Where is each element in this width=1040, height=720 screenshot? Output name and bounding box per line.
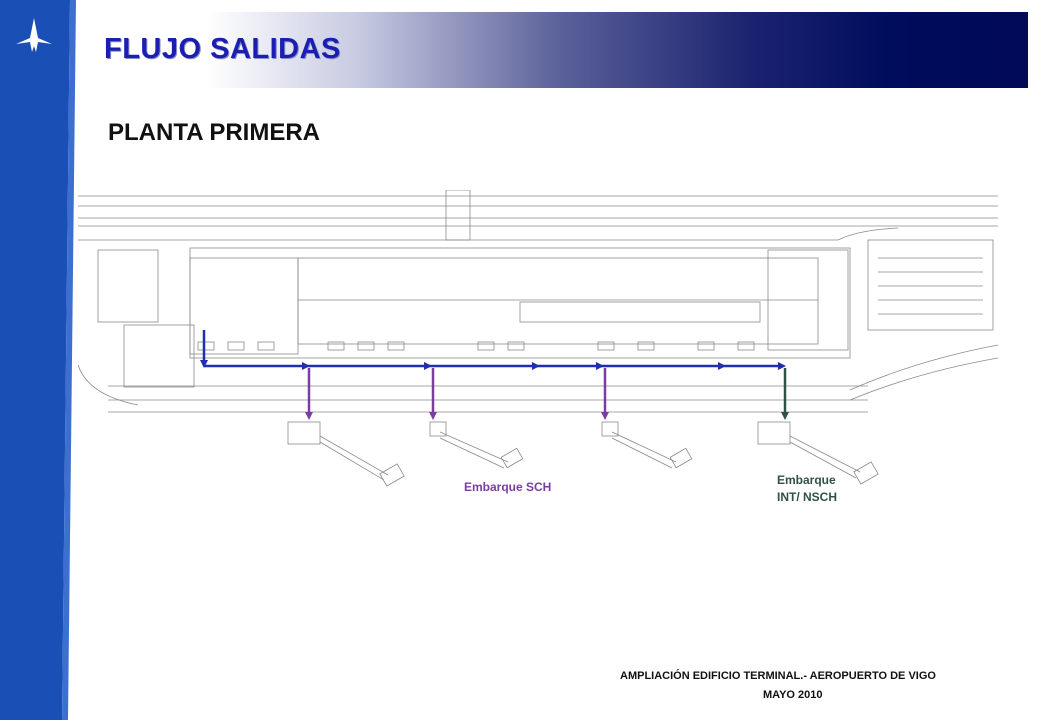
footer-project: AMPLIACIÓN EDIFICIO TERMINAL.- AEROPUERT… [620,670,936,682]
flow-sch [307,368,607,416]
flow-main [202,330,780,368]
label-embarque-sch: Embarque SCH [464,480,552,494]
slide-subtitle: PLANTA PRIMERA [108,119,320,146]
gate-3 [601,421,693,469]
airplane-icon [16,18,52,52]
label-embarque-int: Embarque INT/ NSCH [777,472,857,506]
title-bar [95,12,1028,88]
label-embarque-int-line2: INT/ NSCH [777,490,837,504]
label-embarque-int-line1: Embarque [777,473,836,487]
floor-plan [78,190,998,487]
plan-linework [78,190,998,487]
gate-1 [287,421,405,487]
footer-date: MAYO 2010 [763,689,823,701]
gate-2 [429,421,524,469]
side-band [0,0,76,720]
gate-4 [757,421,879,485]
slide-title: FLUJO SALIDAS [104,33,341,65]
